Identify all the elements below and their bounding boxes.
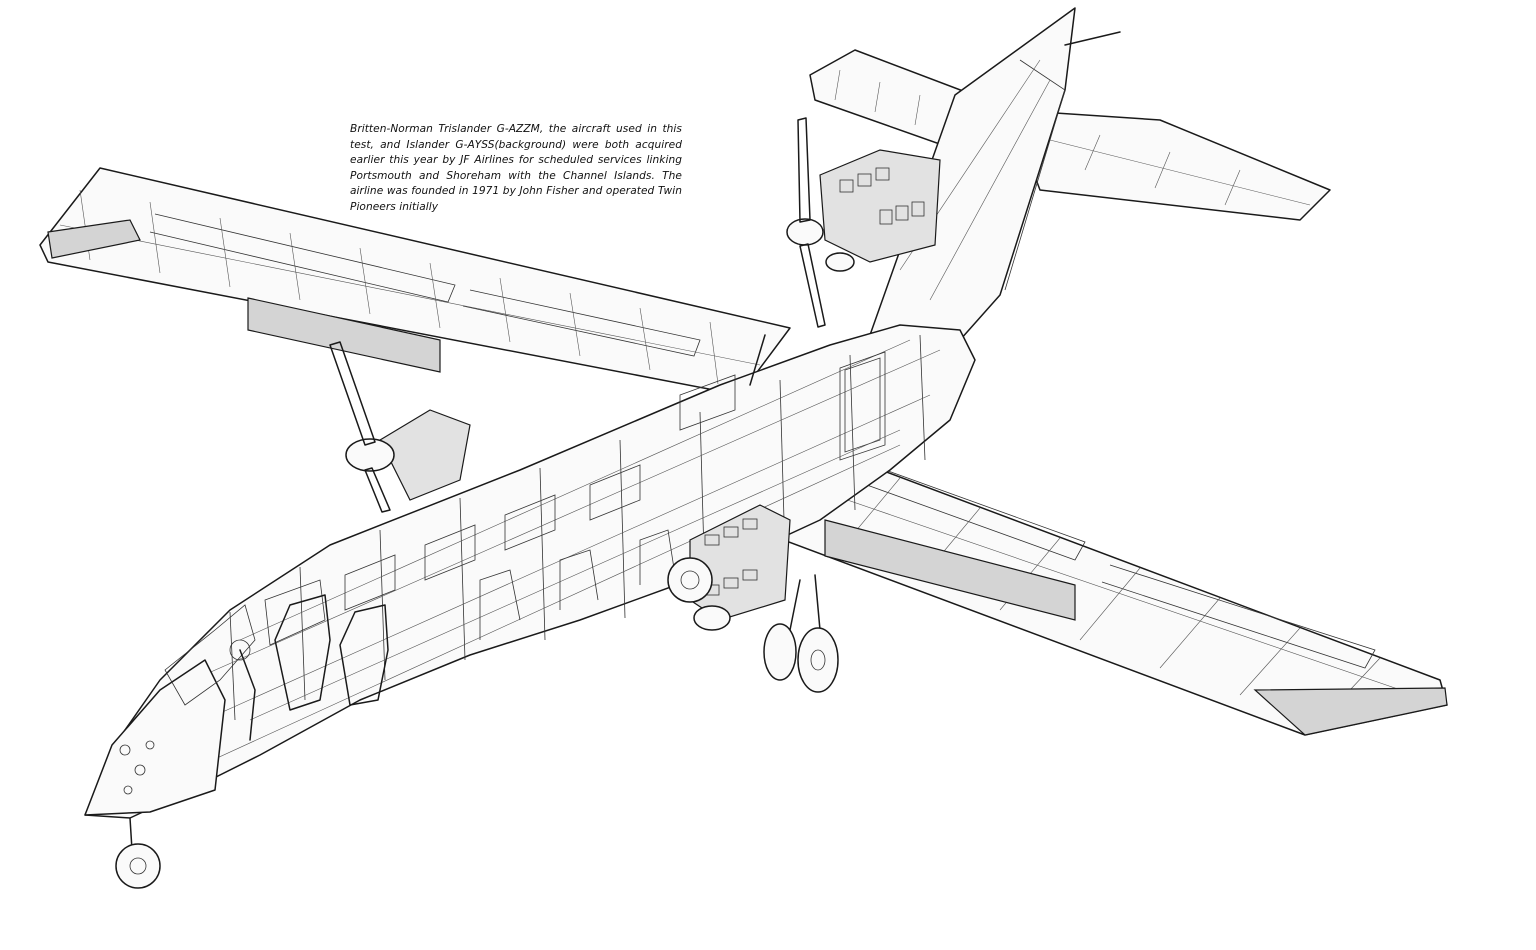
cabin-windows: [344, 357, 881, 611]
tail-propeller-blade-upper: [797, 117, 811, 223]
right-propeller-hub: [667, 557, 713, 603]
tail-propeller-blade-lower: [799, 243, 826, 328]
fuselage: [84, 324, 976, 819]
left-wing-fuel-tank: [247, 297, 441, 373]
right-wing-fuel-tank: [824, 519, 1076, 621]
left-wingtip-tank: [47, 219, 141, 259]
left-wing-aileron: [462, 289, 701, 357]
right-wingtip-tank: [1253, 687, 1448, 736]
nose-wheel: [115, 843, 161, 889]
nose-cone: [84, 659, 226, 816]
tail-engine-intake: [825, 252, 855, 272]
passenger-seats: [479, 529, 676, 640]
fuselage-shell: [84, 324, 976, 819]
copilot-seat: [339, 604, 389, 706]
left-engine: [329, 341, 471, 513]
tail-engine-cylinders: [839, 167, 925, 225]
nose-avionics: [119, 740, 155, 795]
right-engine-cylinders: [704, 518, 758, 596]
fin-antenna: [1064, 31, 1121, 46]
nose-landing-gear: [115, 817, 161, 889]
left-wing-panel: [39, 167, 791, 396]
main-wheel-left: [763, 623, 797, 681]
tailplane-right: [1009, 109, 1331, 221]
right-wing-aileron: [1101, 564, 1376, 669]
windscreen: [164, 604, 256, 706]
right-wing-flap: [769, 431, 1086, 561]
control-yoke: [229, 639, 251, 661]
cabin-door: [839, 351, 886, 461]
right-engine: [667, 504, 791, 631]
main-wing: [39, 167, 1448, 736]
control-column: [239, 649, 256, 741]
left-propeller-blade-lower: [364, 467, 391, 513]
cabin-floor: [249, 429, 901, 721]
right-engine-intake: [693, 605, 731, 631]
main-landing-gear: [763, 574, 839, 693]
cockpit-section: [84, 579, 389, 816]
cockpit-side-window: [264, 579, 326, 646]
tailplane-ribs: [834, 69, 1311, 206]
tail-propeller-spinner: [786, 218, 824, 246]
pilot-seat: [274, 594, 331, 711]
left-engine-nacelle: [379, 409, 471, 501]
tail-engine-block: [819, 149, 941, 263]
figure-caption: Britten-Norman Trislander G-AZZM, the ai…: [350, 123, 682, 213]
tail-engine: [786, 117, 941, 328]
left-wing-ribs: [59, 189, 761, 385]
main-wheel-right: [797, 627, 839, 693]
left-propeller-blade-upper: [329, 341, 376, 446]
fuselage-antenna: [749, 334, 766, 386]
rudder: [1004, 59, 1066, 291]
left-propeller-spinner: [345, 438, 395, 472]
left-wing-flap: [149, 213, 456, 303]
